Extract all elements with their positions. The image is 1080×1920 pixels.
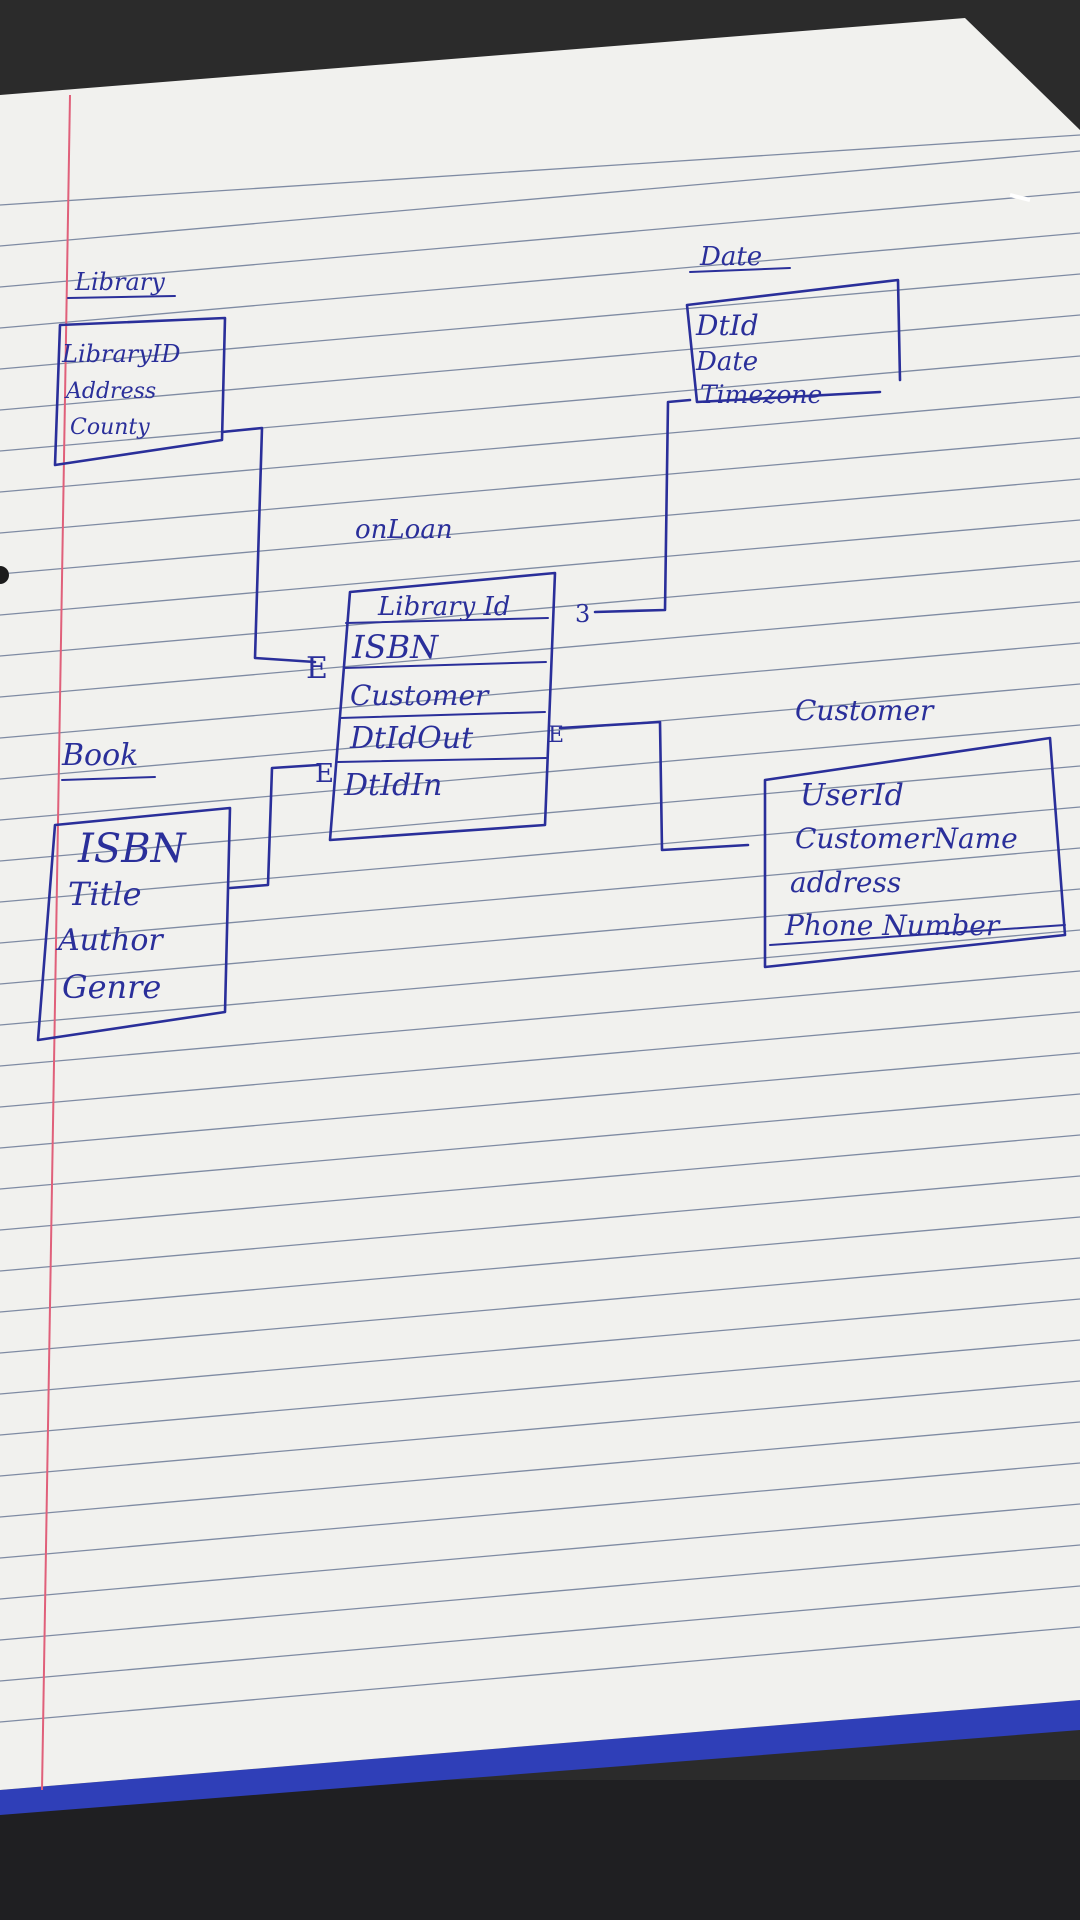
field-library-3: County bbox=[70, 415, 150, 440]
field-date-1: DtId bbox=[695, 309, 759, 342]
rule-line bbox=[0, 232, 1080, 329]
field-customer-1: UserId bbox=[800, 778, 904, 813]
connector-date-onloan bbox=[593, 398, 692, 614]
crowfoot-customer-onloan: E bbox=[548, 723, 564, 748]
onloan-divider bbox=[339, 711, 546, 719]
field-library-2: Address bbox=[64, 379, 156, 404]
rule-line bbox=[0, 150, 1080, 247]
entity-box-book bbox=[36, 806, 232, 1042]
rule-line bbox=[0, 437, 1080, 534]
rule-line bbox=[0, 560, 1080, 657]
rule-line bbox=[0, 1175, 1080, 1272]
rule-line bbox=[0, 847, 1080, 944]
entity-title-customer: Customer bbox=[795, 694, 935, 727]
connector-book-onloan bbox=[228, 763, 320, 890]
field-onloan-3: Customer bbox=[350, 679, 490, 712]
rule-line bbox=[0, 1134, 1080, 1231]
rule-line bbox=[0, 1093, 1080, 1190]
rule-line bbox=[0, 273, 1080, 370]
field-onloan-4: DtIdOut bbox=[349, 721, 474, 756]
field-book-3: Author bbox=[55, 923, 164, 958]
entity-library: Library LibraryID Address County bbox=[53, 268, 227, 467]
rule-line bbox=[0, 1503, 1080, 1600]
ruled-lines bbox=[0, 134, 1080, 1723]
rule-line bbox=[0, 1585, 1080, 1682]
field-date-2: Date bbox=[695, 347, 758, 377]
rule-line bbox=[0, 1011, 1080, 1108]
entity-box-customer bbox=[763, 736, 1067, 969]
crowfoot-book-onloan: E bbox=[315, 759, 334, 789]
entity-onloan: onLoan Library Id ISBN Customer DtIdOut … bbox=[328, 515, 557, 842]
binder-edge bbox=[0, 1700, 1080, 1815]
entity-title-book: Book bbox=[61, 738, 138, 773]
rule-line bbox=[0, 519, 1080, 616]
customer-divider bbox=[769, 924, 1066, 946]
rule-line bbox=[0, 1626, 1080, 1723]
paper-curl-mark bbox=[1009, 193, 1031, 202]
rule-line bbox=[0, 134, 1080, 206]
field-onloan-5: DtIdIn bbox=[343, 768, 442, 803]
entity-title-library: Library bbox=[74, 268, 165, 296]
field-date-3: Timezone bbox=[700, 380, 822, 409]
rule-line bbox=[0, 888, 1080, 985]
rule-line bbox=[0, 1544, 1080, 1641]
entity-date: Date DtId Date Timezone bbox=[685, 242, 902, 409]
relationship-lines: E 3 E E bbox=[220, 398, 750, 890]
onloan-divider bbox=[337, 757, 547, 763]
paper-sheet bbox=[0, 18, 1080, 1790]
rule-line bbox=[0, 1380, 1080, 1477]
title-underline bbox=[67, 295, 176, 299]
onloan-divider bbox=[345, 617, 549, 624]
rule-line bbox=[0, 970, 1080, 1067]
rule-line bbox=[0, 642, 1080, 739]
rule-line bbox=[0, 1216, 1080, 1313]
field-book-1: ISBN bbox=[77, 826, 188, 872]
connector-customer-onloan bbox=[558, 720, 750, 852]
rule-line bbox=[0, 806, 1080, 903]
connector-library-onloan bbox=[220, 426, 317, 664]
rule-line bbox=[0, 1462, 1080, 1559]
rule-line bbox=[0, 601, 1080, 698]
field-library-1: LibraryID bbox=[61, 340, 181, 368]
entity-customer: Customer UserId CustomerName address Pho… bbox=[763, 694, 1067, 969]
rule-line bbox=[0, 478, 1080, 575]
margin-line bbox=[41, 94, 71, 1791]
title-underline bbox=[61, 776, 156, 781]
desk-shadow bbox=[0, 1780, 1080, 1920]
entity-box-date bbox=[685, 278, 902, 404]
field-book-2: Title bbox=[68, 875, 142, 913]
rule-line bbox=[0, 683, 1080, 780]
entity-box-library bbox=[53, 316, 227, 467]
field-customer-3: address bbox=[790, 866, 901, 899]
entity-title-date: Date bbox=[699, 242, 762, 272]
rule-line bbox=[0, 1421, 1080, 1518]
field-customer-2: CustomerName bbox=[795, 822, 1018, 855]
entity-book: Book ISBN Title Author Genre bbox=[36, 738, 232, 1042]
punch-hole bbox=[0, 566, 9, 584]
field-onloan-1: Library Id bbox=[377, 592, 510, 622]
crowfoot-library-onloan: E bbox=[306, 651, 328, 686]
field-onloan-2: ISBN bbox=[351, 628, 439, 666]
entity-title-onloan: onLoan bbox=[355, 515, 453, 545]
field-book-4: Genre bbox=[62, 968, 161, 1006]
rule-line bbox=[0, 1257, 1080, 1354]
rule-line bbox=[0, 929, 1080, 1026]
rule-line bbox=[0, 765, 1080, 862]
rule-line bbox=[0, 1298, 1080, 1395]
rule-line bbox=[0, 1339, 1080, 1436]
entity-box-onloan bbox=[328, 571, 557, 842]
rule-line bbox=[0, 724, 1080, 821]
rule-line bbox=[0, 191, 1080, 288]
rule-line bbox=[0, 1052, 1080, 1149]
title-underline bbox=[689, 267, 791, 273]
onloan-divider bbox=[343, 661, 547, 669]
rule-line bbox=[0, 396, 1080, 493]
crowfoot-date-onloan: 3 bbox=[575, 600, 590, 628]
